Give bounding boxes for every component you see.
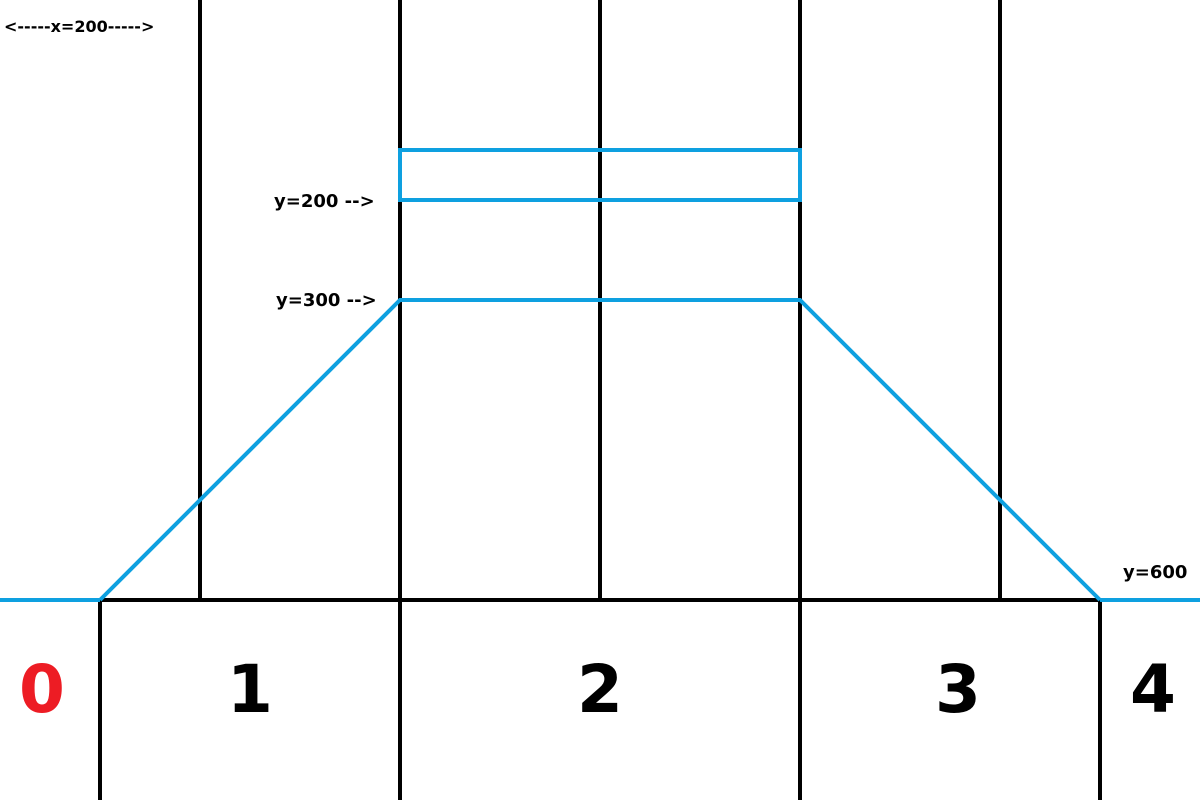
zone-label-2: 2 [577,651,623,728]
zone-label-0: 0 [19,651,65,728]
y300-label: y=300 --> [276,290,377,311]
bottom-zone-lines [98,598,1102,800]
zone-labels: 0 1 2 3 4 [19,651,1176,728]
zone-label-1: 1 [227,651,273,728]
y600-label: y=600 [1123,562,1187,583]
blue-shape-lines [0,148,1200,602]
y200-label: y=200 --> [274,191,375,212]
trapezoid-path [98,298,1102,602]
upper-rectangle [398,148,802,202]
zone-label-4: 4 [1130,651,1176,728]
measurement-labels: <-----x=200-----> y=200 --> y=300 --> y=… [4,17,1187,583]
x-measure-label: <-----x=200-----> [4,17,154,36]
zone-label-3: 3 [935,651,981,728]
